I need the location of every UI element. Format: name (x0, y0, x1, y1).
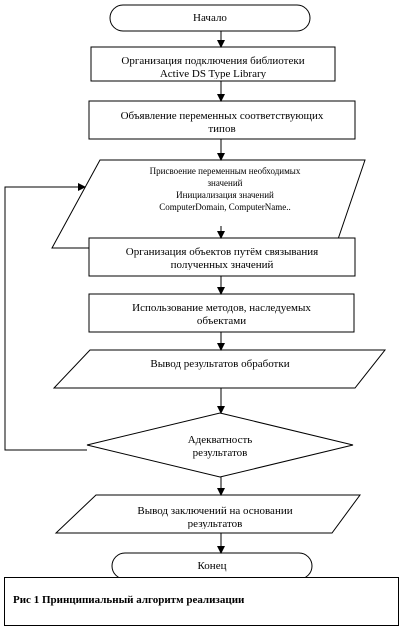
step1-box (90, 46, 336, 82)
step6-parallelogram (52, 349, 387, 389)
step5-label: Использование методов, наследуемых объек… (132, 302, 311, 326)
step4-box (88, 237, 356, 277)
step4-label: Организация объектов путём связывания по… (125, 246, 319, 270)
decision-label: Адекватность результатов (187, 434, 253, 459)
feedback-loop-line (4, 183, 87, 451)
decision-diamond (86, 412, 354, 478)
step1-label: Организация подключения библиотеки Activ… (121, 55, 305, 79)
step7-parallelogram (54, 494, 361, 534)
start-terminator (109, 4, 311, 32)
step7-label: Вывод заключений на основании результато… (137, 505, 293, 529)
figure-caption: Рис 1 Принципиальный алгоритм реализации (4, 577, 399, 626)
step3-label: Присвоение переменным необходимых значен… (149, 166, 301, 212)
start-label: Начало (193, 12, 227, 24)
caption-text: Рис 1 Принципиальный алгоритм реализации (13, 594, 245, 606)
end-label: Конец (197, 560, 227, 572)
step2-label: Объявление переменных соответствующих ти… (120, 110, 324, 134)
step6-label: Вывод результатов обработки (150, 358, 290, 370)
